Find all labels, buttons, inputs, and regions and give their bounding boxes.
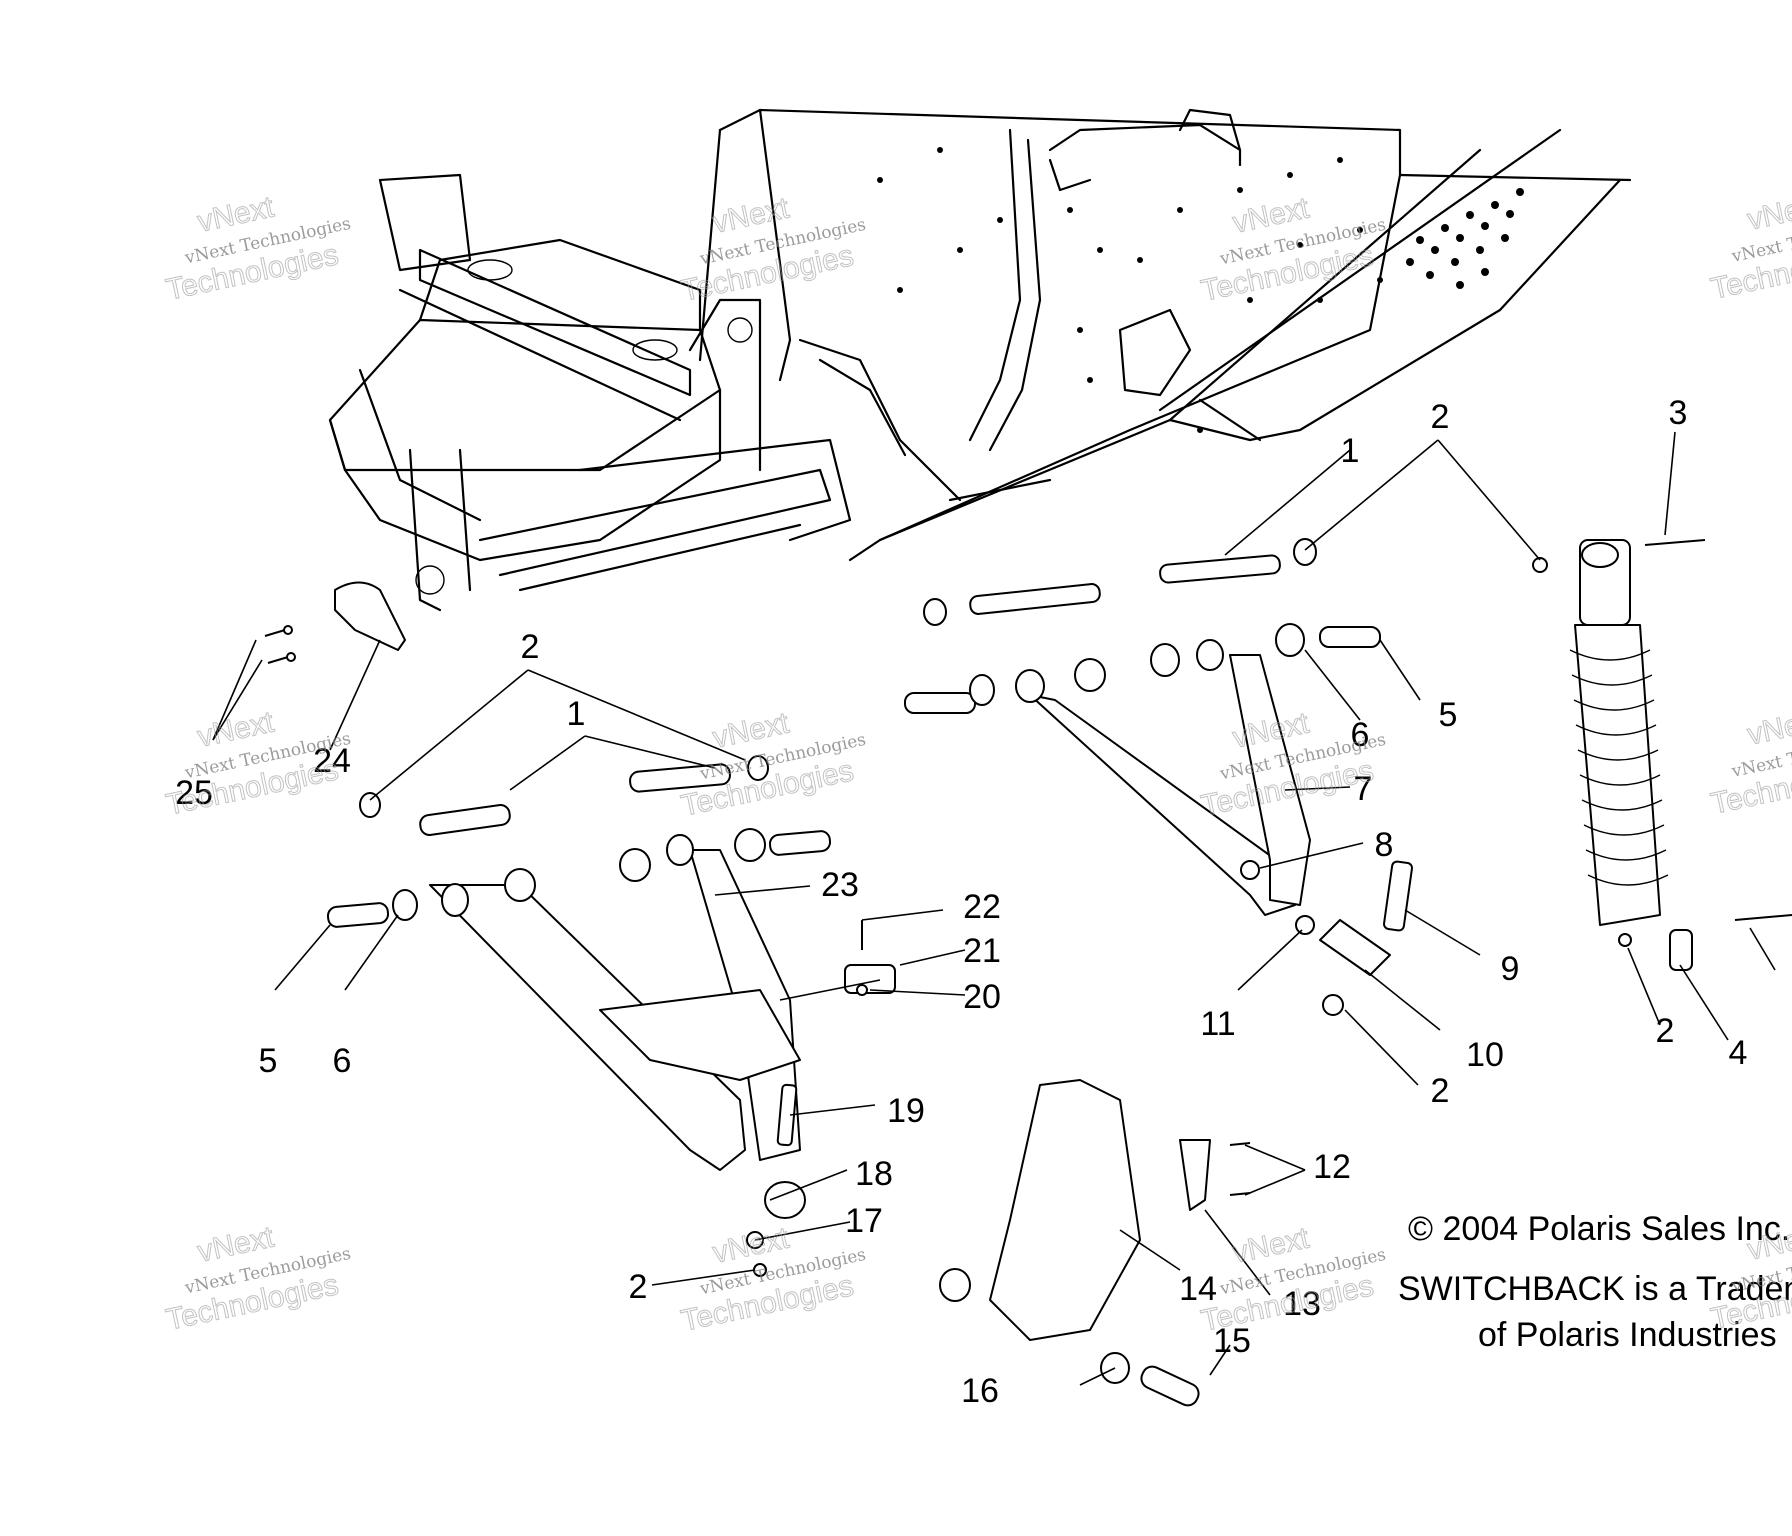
callout-18: 18: [855, 1155, 893, 1193]
callout-10: 10: [1466, 1036, 1504, 1074]
callout-21: 21: [963, 932, 1001, 970]
leader-lines: [212, 431, 1776, 1386]
callout-8: 8: [1375, 826, 1394, 864]
callout-12: 12: [1313, 1148, 1351, 1186]
copyright-line-2: SWITCHBACK is a Trademark: [1398, 1270, 1792, 1308]
callout-numbers: 1 1 2 2 2 2 2 2 3 4 5 5 6 6 7 8 9 10 11 …: [175, 394, 1747, 1410]
callout-9: 9: [1501, 950, 1520, 988]
callout-23: 23: [821, 866, 859, 904]
svg-text:vNext: vNext: [1745, 188, 1792, 236]
callout-15: 15: [1213, 1322, 1251, 1360]
parts: [264, 538, 1792, 1407]
callout-2: 2: [521, 628, 540, 666]
callout-7: 7: [1354, 770, 1373, 808]
callout-13: 13: [1283, 1285, 1321, 1323]
callout-2: 2: [1656, 1012, 1675, 1050]
copyright-block: © 2004 Polaris Sales Inc. SWITCHBACK is …: [1398, 1210, 1792, 1354]
callout-3: 3: [1669, 394, 1688, 432]
callout-14: 14: [1179, 1270, 1217, 1308]
callout-2: 2: [1431, 1072, 1450, 1110]
watermarks: vNext vNext Technologies Technologies vN…: [163, 188, 1792, 1339]
copyright-line-1: © 2004 Polaris Sales Inc.: [1408, 1210, 1790, 1248]
callout-1: 1: [1341, 432, 1360, 470]
svg-text:vNext: vNext: [1745, 703, 1792, 751]
callout-16: 16: [961, 1372, 999, 1410]
copyright-line-3: of Polaris Industries: [1478, 1316, 1777, 1354]
callout-25: 25: [175, 774, 213, 812]
callout-1: 1: [567, 695, 586, 733]
callout-6: 6: [333, 1042, 352, 1080]
chassis-frame: [328, 108, 1632, 612]
callout-24: 24: [313, 742, 351, 780]
bracket-24: [334, 581, 406, 651]
callout-6: 6: [1351, 716, 1370, 754]
callout-17: 17: [845, 1202, 883, 1240]
spindle-14: [989, 1079, 1141, 1341]
callout-2: 2: [1431, 398, 1450, 436]
callout-20: 20: [963, 978, 1001, 1016]
callout-11: 11: [1200, 1005, 1235, 1043]
callout-4: 4: [1729, 1034, 1748, 1072]
callout-5: 5: [1439, 696, 1458, 734]
callout-19: 19: [887, 1092, 925, 1130]
callout-2: 2: [629, 1268, 648, 1306]
callout-5: 5: [259, 1042, 278, 1080]
callout-22: 22: [963, 888, 1001, 926]
